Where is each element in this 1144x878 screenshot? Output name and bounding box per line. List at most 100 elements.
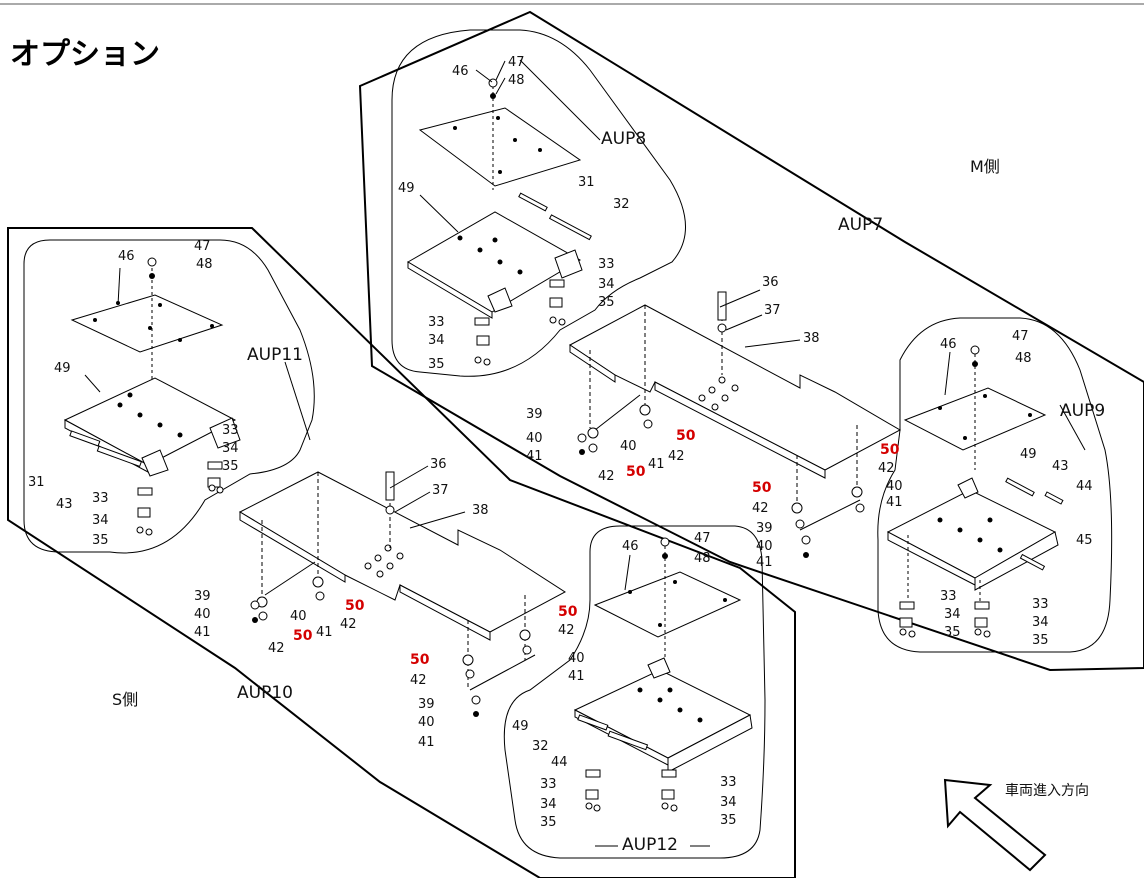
part-label: 42 bbox=[410, 673, 427, 688]
part-label: 40 bbox=[526, 431, 543, 446]
part-label: 41 bbox=[568, 669, 585, 684]
part-label: 34 bbox=[428, 333, 445, 348]
part-label: 31 bbox=[28, 475, 45, 490]
part-label: 32 bbox=[613, 197, 630, 212]
aup7-assembly bbox=[569, 289, 902, 558]
aup10-assembly bbox=[238, 465, 566, 717]
part-label-highlight: 50 bbox=[293, 628, 313, 644]
part-label: 41 bbox=[648, 457, 665, 472]
part-label: 34 bbox=[944, 607, 961, 622]
part-label: 37 bbox=[432, 483, 449, 498]
group-label-aup8: AUP8 bbox=[601, 129, 646, 149]
group-label-aup11: AUP11 bbox=[247, 345, 303, 365]
part-label: 49 bbox=[54, 361, 71, 376]
part-label: 42 bbox=[598, 469, 615, 484]
aup9-cover-plate bbox=[903, 387, 1047, 451]
part-label: 47 bbox=[694, 531, 711, 546]
part-label: 41 bbox=[526, 449, 543, 464]
part-label: 43 bbox=[1052, 459, 1069, 474]
part-label: 48 bbox=[196, 257, 213, 272]
part-label: 38 bbox=[803, 331, 820, 346]
part-label: 35 bbox=[1032, 633, 1049, 648]
part-label: 34 bbox=[222, 441, 239, 456]
aup11-region bbox=[23, 239, 315, 554]
part-label: 49 bbox=[512, 719, 529, 734]
part-label: 33 bbox=[1032, 597, 1049, 612]
part-label: 31 bbox=[578, 175, 595, 190]
aup11-assembly bbox=[63, 257, 311, 536]
part-label: 33 bbox=[940, 589, 957, 604]
part-label: 42 bbox=[878, 461, 895, 476]
aup8-cover-plate bbox=[418, 107, 582, 187]
part-label: 39 bbox=[526, 407, 543, 422]
part-label: 35 bbox=[720, 813, 737, 828]
part-label: 36 bbox=[762, 275, 779, 290]
group-label-aup7: AUP7 bbox=[838, 215, 883, 235]
part-label: 42 bbox=[340, 617, 357, 632]
direction-arrow-icon bbox=[943, 778, 1047, 872]
part-label: 48 bbox=[508, 73, 525, 88]
part-label: 47 bbox=[508, 55, 525, 70]
aup7-boundary bbox=[358, 10, 1144, 672]
part-label: 41 bbox=[886, 495, 903, 510]
part-label: 40 bbox=[886, 479, 903, 494]
part-label: 40 bbox=[620, 439, 637, 454]
part-label: 46 bbox=[622, 539, 639, 554]
part-label: 46 bbox=[940, 337, 957, 352]
aup12-base-plate bbox=[573, 669, 752, 759]
part-label-highlight: 50 bbox=[676, 428, 696, 444]
part-label: 40 bbox=[290, 609, 307, 624]
part-label: 34 bbox=[720, 795, 737, 810]
aup9-region bbox=[877, 317, 1113, 653]
part-label: 48 bbox=[694, 551, 711, 566]
part-label: 44 bbox=[551, 755, 568, 770]
group-label-aup12: AUP12 bbox=[622, 835, 678, 855]
part-label: 34 bbox=[1032, 615, 1049, 630]
part-label: 35 bbox=[540, 815, 557, 830]
aup9-base-plate bbox=[886, 489, 1057, 579]
part-label: 46 bbox=[118, 249, 135, 264]
part-label-highlight: 50 bbox=[410, 652, 430, 668]
part-label: 33 bbox=[720, 775, 737, 790]
direction-label: 車両進入方向 bbox=[1005, 782, 1089, 799]
part-label: 42 bbox=[752, 501, 769, 516]
part-label: 34 bbox=[540, 797, 557, 812]
aup12-region bbox=[503, 525, 766, 859]
part-label: 40 bbox=[756, 539, 773, 554]
part-label: 43 bbox=[56, 497, 73, 512]
part-label: 41 bbox=[316, 625, 333, 640]
part-label: 39 bbox=[194, 589, 211, 604]
part-label: 35 bbox=[428, 357, 445, 372]
part-label: 45 bbox=[1076, 533, 1093, 548]
part-label: 40 bbox=[568, 651, 585, 666]
aup12-assembly bbox=[573, 537, 753, 812]
part-label: 41 bbox=[756, 555, 773, 570]
part-label: 36 bbox=[430, 457, 447, 472]
part-label-highlight: 50 bbox=[345, 598, 365, 614]
part-label-highlight: 50 bbox=[880, 442, 900, 458]
aup10-boundary bbox=[7, 227, 796, 878]
part-label-highlight: 50 bbox=[752, 480, 772, 496]
part-label: 42 bbox=[268, 641, 285, 656]
part-label: 34 bbox=[598, 277, 615, 292]
part-label: 39 bbox=[756, 521, 773, 536]
part-label: 41 bbox=[418, 735, 435, 750]
part-label: 41 bbox=[194, 625, 211, 640]
side-label-m: M側 bbox=[970, 157, 1000, 176]
part-label: 33 bbox=[598, 257, 615, 272]
part-label: 49 bbox=[1020, 447, 1037, 462]
aup11-base-plate bbox=[63, 377, 237, 466]
aup12-cover-plate bbox=[593, 571, 742, 638]
part-label: 32 bbox=[532, 739, 549, 754]
aup9-assembly bbox=[886, 345, 1086, 638]
part-label: 39 bbox=[418, 697, 435, 712]
aup8-assembly bbox=[407, 59, 601, 366]
part-label: 33 bbox=[540, 777, 557, 792]
part-label: 34 bbox=[92, 513, 109, 528]
part-label: 44 bbox=[1076, 479, 1093, 494]
part-label: 35 bbox=[598, 295, 615, 310]
aup10-base-plate bbox=[238, 471, 566, 633]
part-label: 33 bbox=[428, 315, 445, 330]
part-label: 48 bbox=[1015, 351, 1032, 366]
